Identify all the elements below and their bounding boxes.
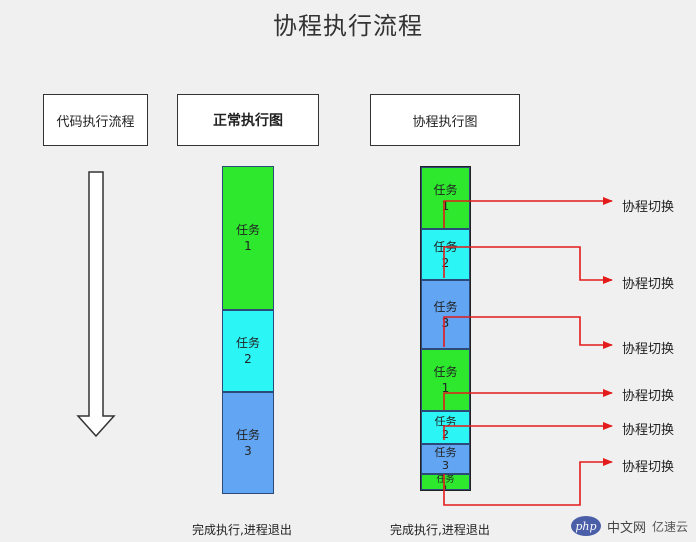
normal-task-3: 任务 3 (222, 392, 274, 494)
watermark: php 中文网 亿速云 (570, 516, 688, 536)
switch-arrow-5 (443, 422, 613, 440)
normal-task-2-label: 任务 (235, 336, 260, 350)
normal-task-2-num: 2 (244, 352, 252, 366)
coroutine-task-1b-num: 1 (441, 381, 450, 395)
normal-task-2: 任务 2 (222, 310, 274, 392)
switch-label-6: 协程切换 (622, 460, 675, 475)
switch-label-5: 协程切换 (622, 423, 675, 438)
normal-task-1-num: 1 (244, 239, 252, 253)
switch-arrow-1 (443, 197, 613, 228)
coroutine-task-1a-num: 1 (441, 199, 450, 213)
coroutine-exec-caption: 完成执行,进程退出 (390, 523, 490, 537)
switch-label-1: 协程切换 (622, 200, 675, 215)
coroutine-task-1a-label: 任务 (433, 183, 458, 197)
coroutine-task-3a: 任务 3 (421, 280, 470, 349)
diagram-title: 协程执行流程 (273, 12, 423, 40)
coroutine-task-3b-num: 3 (442, 459, 449, 472)
coroutine-task-3b-label: 任务 (434, 446, 457, 459)
coroutine-task-1c-label: 任务 (436, 475, 455, 485)
switch-label-4: 协程切换 (622, 389, 675, 404)
php-logo-icon: php (570, 516, 601, 536)
normal-task-3-num: 3 (244, 444, 252, 458)
switch-arrow-2 (443, 246, 613, 284)
coroutine-task-3b: 任务 3 (421, 444, 470, 474)
watermark-text: 中文网 (606, 520, 646, 536)
coroutine-task-1a: 任务 1 (421, 167, 470, 229)
switch-arrow-3 (443, 316, 613, 349)
header-normal-exec: 正常执行图 (177, 94, 319, 146)
coroutine-task-3a-label: 任务 (433, 299, 458, 314)
coroutine-task-2b-num: 2 (442, 427, 449, 441)
coroutine-task-1b: 任务 1 (421, 349, 470, 411)
coroutine-task-2a-num: 2 (441, 255, 450, 270)
header-coroutine-exec: 协程执行图 (370, 94, 520, 146)
normal-exec-caption: 完成执行,进程退出 (192, 523, 292, 537)
coroutine-task-3a-num: 3 (441, 315, 450, 330)
yisu-brand: 亿速云 (651, 519, 688, 534)
header-code-flow-label: 代码执行流程 (56, 114, 135, 130)
header-code-flow: 代码执行流程 (43, 94, 148, 146)
coroutine-exec-column: 任务 1 任务 2 任务 3 任务 1 任务 2 任务 3 任务 1 (420, 166, 471, 491)
normal-exec-column: 任务 1 任务 2 任务 3 (222, 166, 274, 494)
header-normal-exec-label: 正常执行图 (213, 113, 283, 129)
coroutine-task-1c-num: 1 (442, 485, 449, 490)
normal-task-1-label: 任务 (235, 223, 260, 237)
switch-label-3: 协程切换 (622, 342, 675, 357)
coroutine-task-1b-label: 任务 (433, 365, 458, 379)
switch-label-2: 协程切换 (622, 277, 675, 292)
normal-task-3-label: 任务 (235, 428, 260, 442)
switch-arrow-4 (443, 389, 613, 410)
switch-arrow-6 (443, 458, 613, 506)
normal-task-1: 任务 1 (222, 166, 274, 310)
coroutine-task-1c: 任务 1 (421, 474, 470, 490)
coroutine-task-2b: 任务 2 (421, 411, 470, 444)
code-flow-down-arrow-icon (76, 171, 116, 438)
coroutine-task-2b-label: 任务 (434, 414, 457, 428)
header-coroutine-exec-label: 协程执行图 (412, 114, 478, 130)
